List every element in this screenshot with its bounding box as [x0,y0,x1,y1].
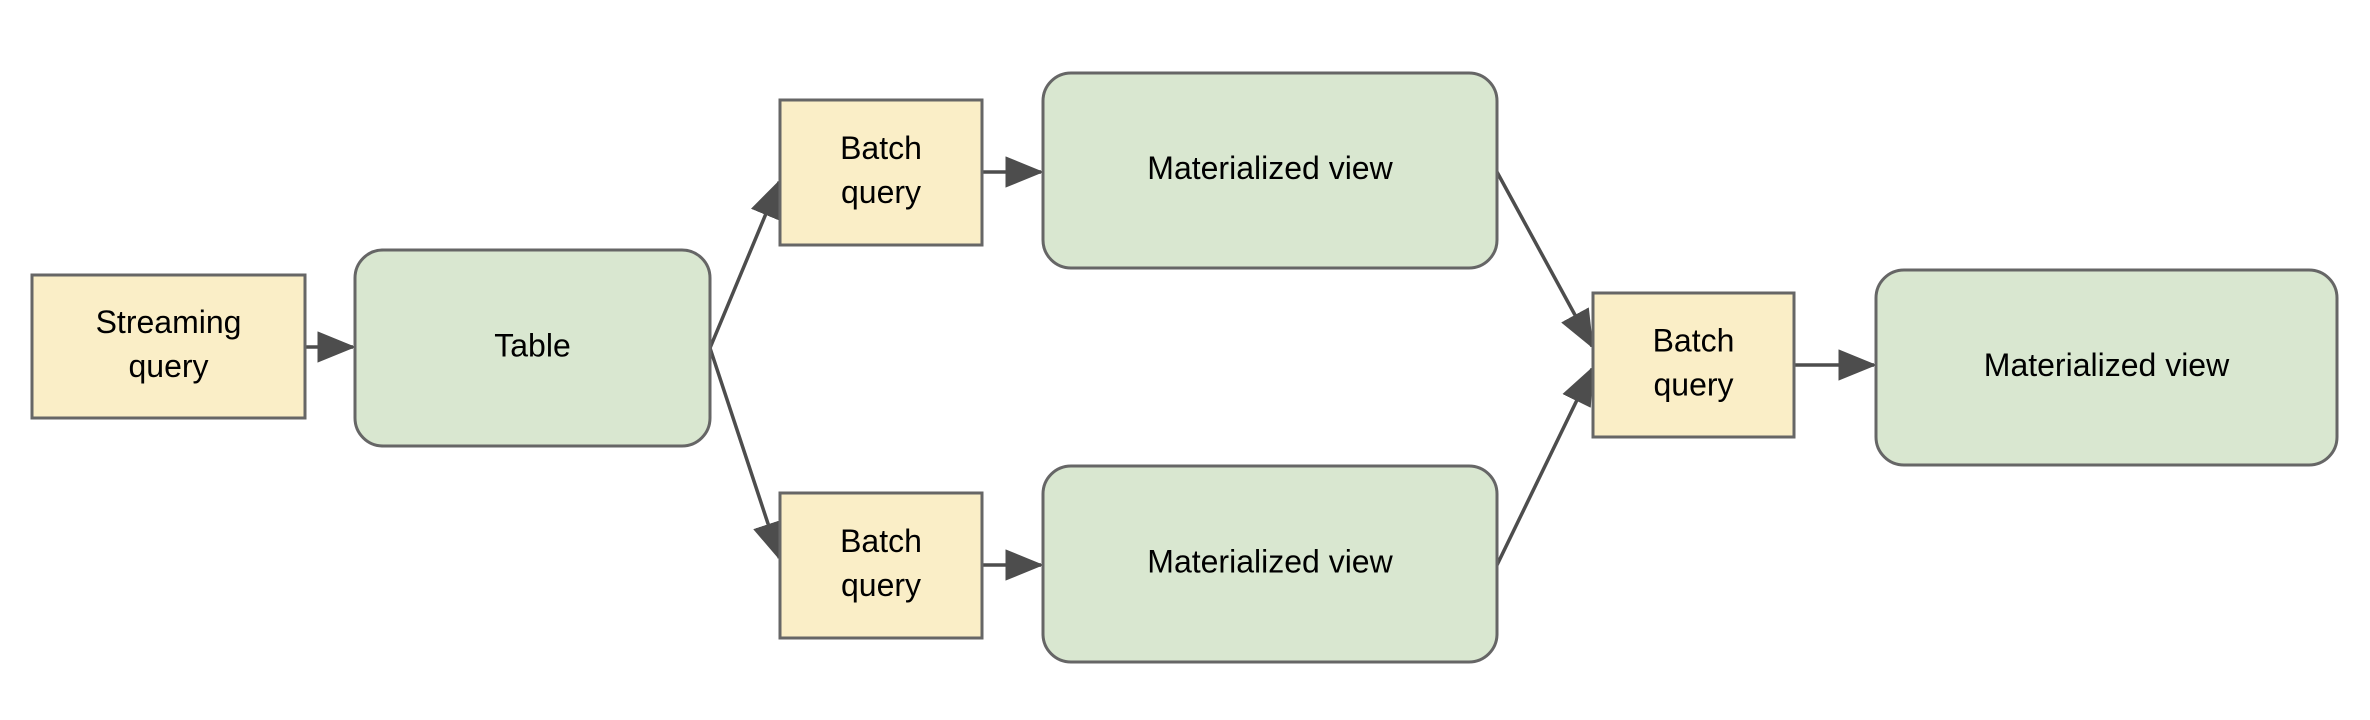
node-label-batch-query-bottom-line1: Batch [840,523,922,559]
node-label-streaming-query-line1: Streaming [96,304,242,340]
node-label-streaming-query-line2: query [128,348,208,384]
nodes-layer: StreamingqueryTableBatchqueryMaterialize… [30,71,2339,664]
node-batch-query-bottom[interactable]: Batch query [778,491,984,640]
node-materialized-view-top[interactable]: Materialized view [1041,71,1499,270]
node-shape-materialized-view-top [1041,71,1499,270]
node-shape-batch-query-bottom [778,491,984,640]
edge-edge-table-to-batch-bottom [708,347,784,561]
node-label-materialized-view-top-line1: Materialized view [1147,150,1393,186]
node-shape-batch-query-join [1591,291,1796,439]
node-label-materialized-view-final-line1: Materialized view [1984,347,2230,383]
edge-edge-mv-bottom-to-batch-join [1495,366,1594,566]
edge-arrow-icon [1495,171,1594,349]
node-shape-batch-query-top [778,98,984,247]
node-label-table-line1: Table [494,327,571,363]
node-materialized-view-bottom[interactable]: Materialized view [1041,464,1499,664]
node-shape-table [353,248,712,448]
node-batch-query-top[interactable]: Batch query [778,98,984,247]
node-shape-streaming-query [30,273,307,420]
node-label-batch-query-bottom-line2: query [841,567,921,603]
node-streaming-query[interactable]: Streaming query [30,273,307,420]
node-label-batch-query-join-line2: query [1653,366,1733,402]
edge-arrow-icon [708,347,784,561]
node-shape-materialized-view-final [1874,268,2339,467]
edge-edge-table-to-batch-top [708,179,781,349]
edge-arrow-icon [1495,366,1594,566]
node-label-materialized-view-bottom-line1: Materialized view [1147,543,1393,579]
edge-arrow-icon [708,179,781,349]
node-label-batch-query-top-line1: Batch [840,130,922,166]
node-table[interactable]: Table [353,248,712,448]
node-label-batch-query-top-line2: query [841,174,921,210]
edges-layer [305,156,1877,581]
node-shape-materialized-view-bottom [1041,464,1499,664]
node-materialized-view-final[interactable]: Materialized view [1874,268,2339,467]
node-label-batch-query-join-line1: Batch [1653,322,1735,358]
node-batch-query-join[interactable]: Batch query [1591,291,1796,439]
edge-edge-mv-top-to-batch-join [1495,171,1594,349]
